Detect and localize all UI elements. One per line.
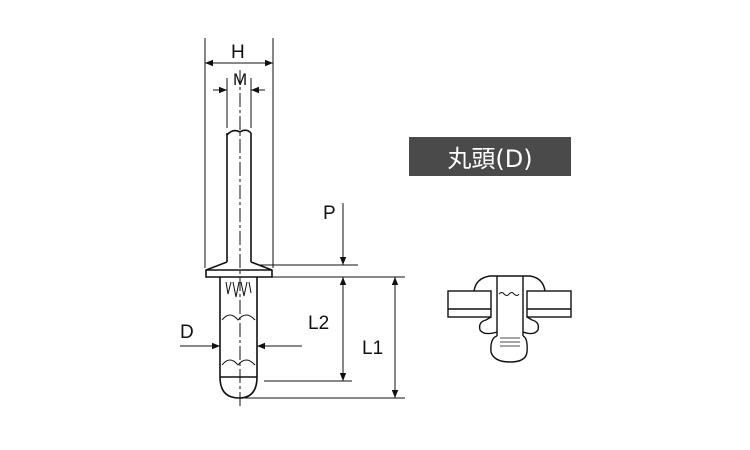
label-d: D (180, 322, 194, 343)
label-h: H (231, 42, 245, 63)
dimension-p (260, 203, 405, 278)
dimension-l1 (245, 277, 405, 399)
dimension-m (213, 78, 265, 128)
dimension-h (204, 38, 274, 268)
dimension-l2 (264, 277, 352, 382)
label-l1: L1 (362, 338, 384, 359)
head-type-badge: 丸頭(D) (409, 137, 571, 176)
label-p: P (323, 203, 336, 224)
rivet-cross-section (447, 275, 572, 363)
rivet-side-view (205, 129, 273, 399)
label-m: M (233, 70, 248, 89)
label-l2: L2 (308, 313, 330, 334)
